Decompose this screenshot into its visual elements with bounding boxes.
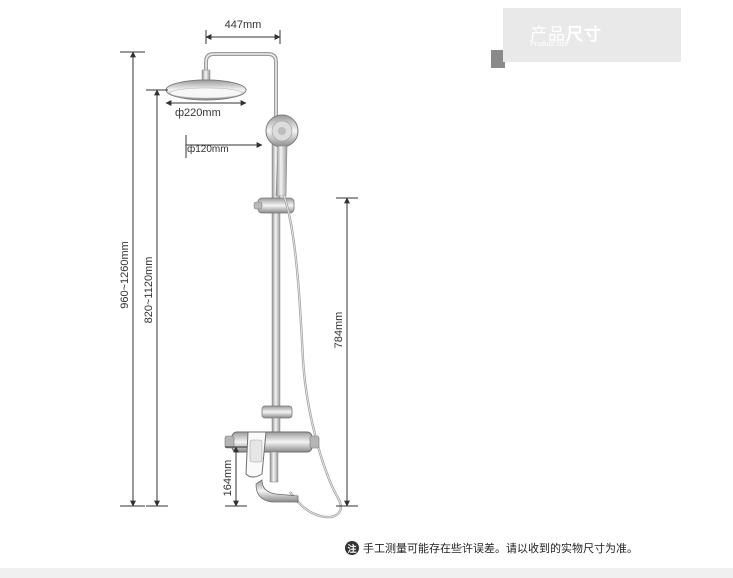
header-banner — [503, 8, 681, 62]
head-height-label: 820~1120mm — [143, 257, 155, 324]
head-diameter-label: ф220mm — [175, 107, 221, 119]
shower-set-illustration — [165, 52, 342, 519]
mixer-valve — [224, 431, 320, 478]
header-subtitle: Product size — [530, 41, 569, 48]
rain-shower-head — [165, 79, 247, 101]
hand-shower — [265, 114, 299, 197]
arm-width-label: 447mm — [225, 19, 262, 31]
header-title: 产品尺寸 — [530, 25, 602, 44]
note-badge: 注 — [345, 541, 359, 555]
note-text: 手工测量可能存在些许误差。请以收到的实物尺寸为准。 — [363, 543, 638, 555]
total-height-label: 960~1260mm — [119, 241, 131, 309]
header-accent-block — [491, 50, 505, 68]
spout-height-label: 164mm — [222, 460, 234, 497]
hand-shower-diameter-label: ф120mm — [187, 143, 229, 155]
dimension-labels: 447mm ф220mm ф120mm 960~1260mm 820~1120m… — [119, 19, 345, 496]
measurement-note: 注 手工测量可能存在些许误差。请以收到的实物尺寸为准。 — [345, 540, 638, 556]
dimension-lines — [120, 30, 358, 507]
rail-length-label: 784mm — [333, 312, 345, 349]
tub-spout — [255, 451, 299, 503]
footer-strip — [0, 568, 733, 578]
